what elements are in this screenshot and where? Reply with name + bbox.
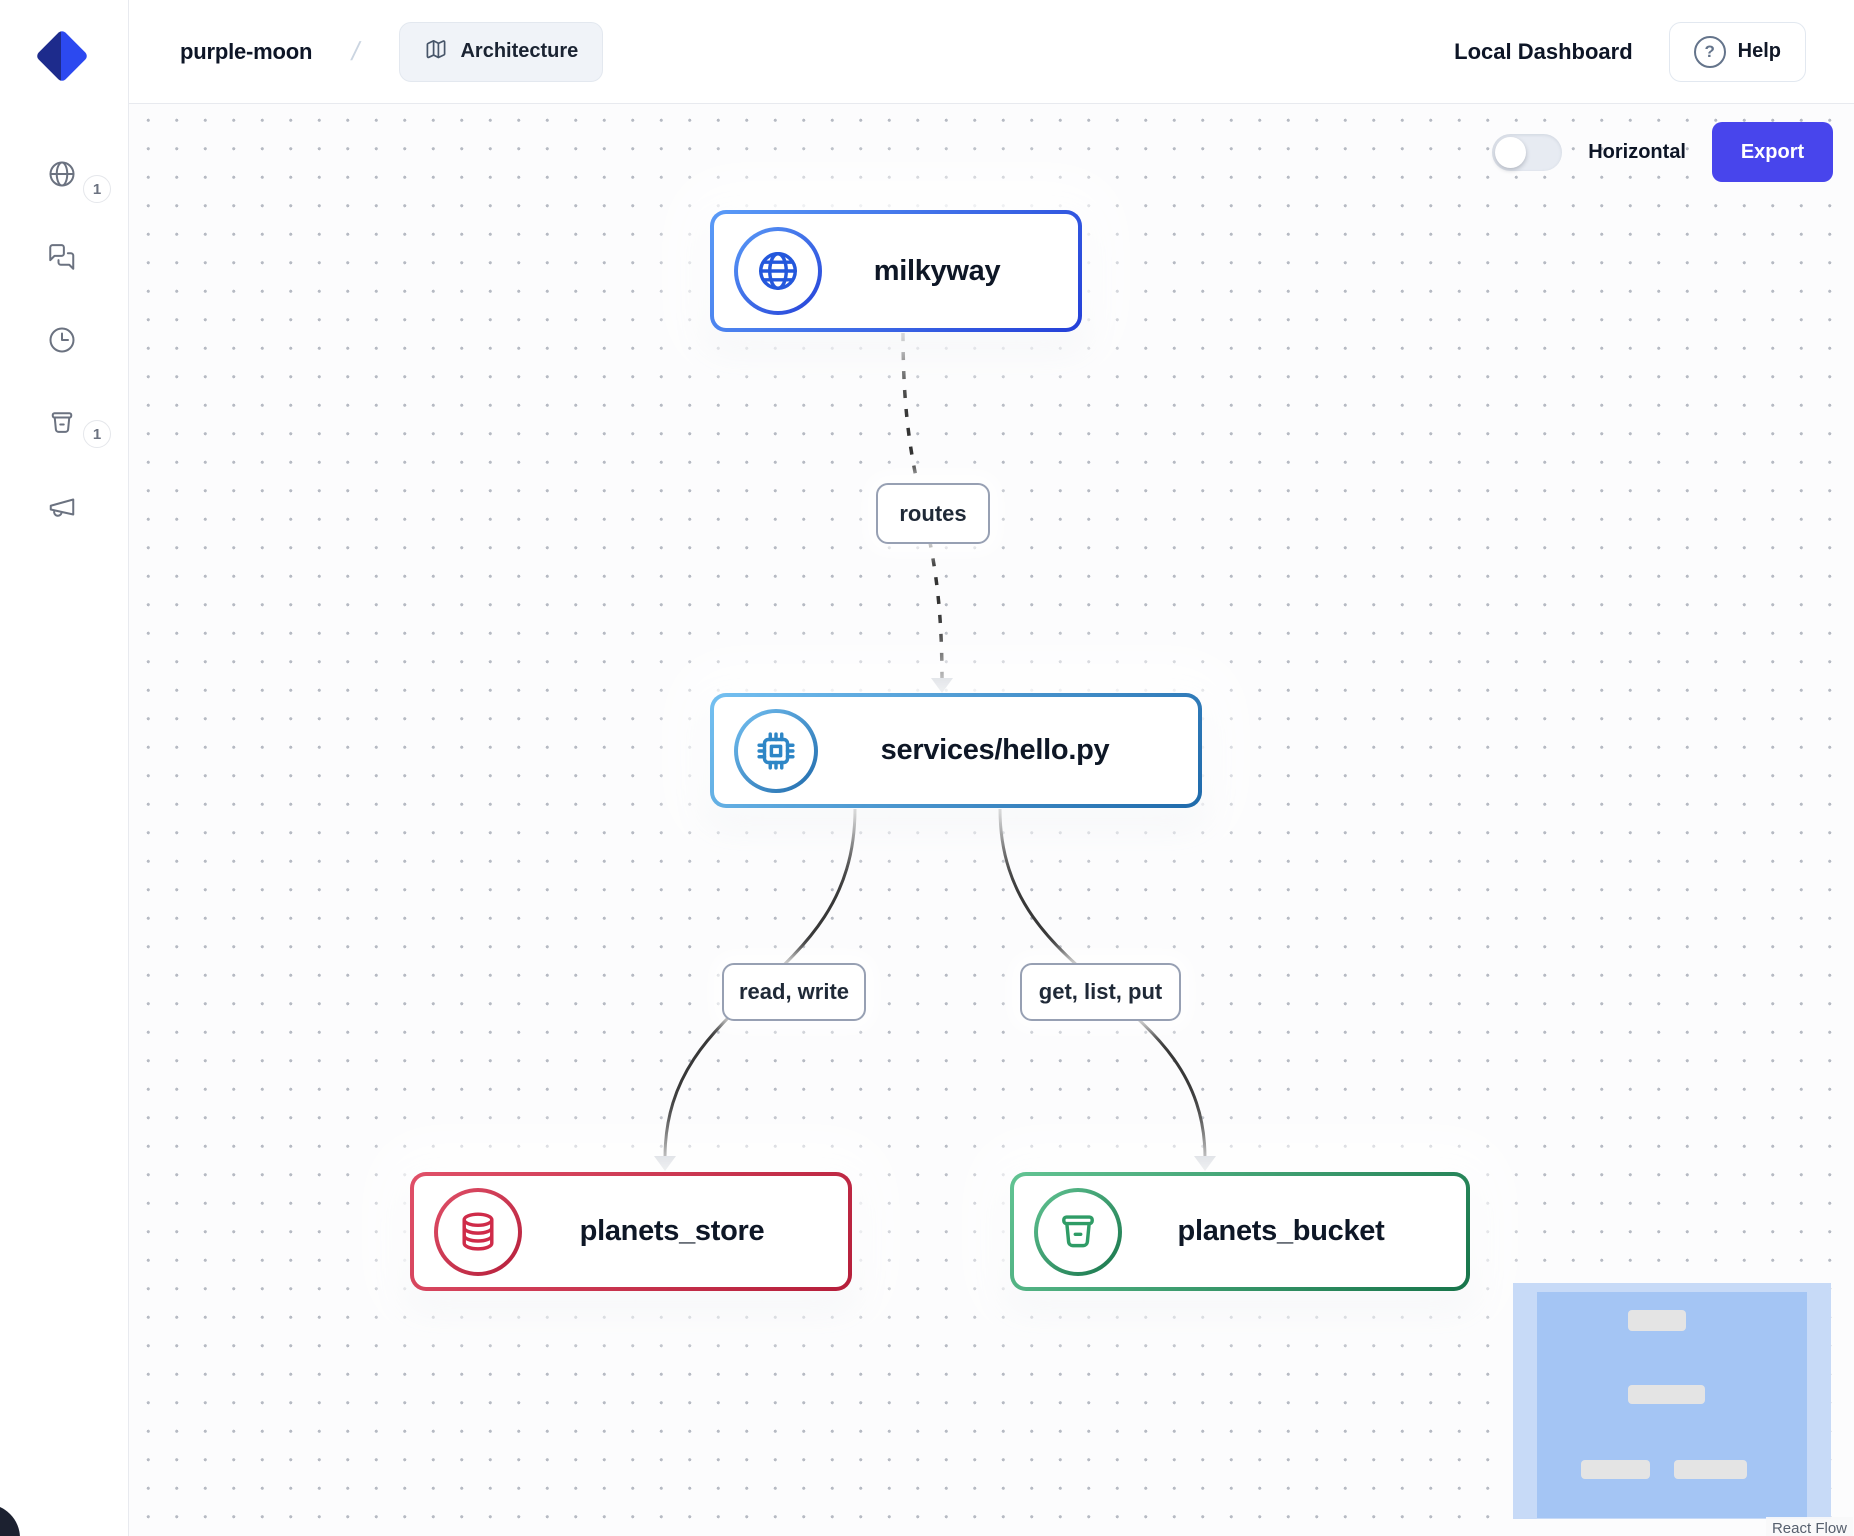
node-services-hello[interactable]: services/hello.py bbox=[710, 693, 1202, 808]
sidebar-item-schedules[interactable] bbox=[47, 325, 77, 355]
export-button[interactable]: Export bbox=[1712, 122, 1833, 182]
page-title: Local Dashboard bbox=[1454, 38, 1633, 64]
flow-canvas[interactable]: routes read, write get, list, put milkyw… bbox=[128, 104, 1854, 1536]
chat-icon bbox=[47, 244, 77, 276]
database-icon bbox=[434, 1187, 522, 1276]
sidebar-item-topics[interactable] bbox=[47, 492, 77, 522]
edge-label-routes[interactable]: routes bbox=[876, 483, 990, 544]
minimap-node bbox=[1581, 1460, 1650, 1479]
toggle-knob bbox=[1495, 136, 1527, 168]
arrowhead-icon bbox=[654, 1156, 676, 1171]
map-icon bbox=[424, 37, 448, 67]
header: purple-moon / Architecture Local Dashboa… bbox=[128, 0, 1854, 104]
megaphone-icon bbox=[47, 498, 77, 526]
sidebar-item-storage[interactable] bbox=[47, 408, 77, 438]
question-mark-icon: ? bbox=[1693, 35, 1726, 68]
node-label: planets_bucket bbox=[1177, 1215, 1385, 1247]
sidebar-item-websockets[interactable] bbox=[47, 242, 77, 272]
canvas-controls: Horizontal Export bbox=[1492, 122, 1833, 182]
globe-icon bbox=[47, 161, 77, 193]
minimap[interactable] bbox=[1513, 1283, 1831, 1519]
edge-label-get-list-put[interactable]: get, list, put bbox=[1020, 963, 1181, 1021]
breadcrumb-separator: / bbox=[349, 36, 363, 66]
apis-count-badge: 1 bbox=[83, 175, 111, 203]
storage-count-badge: 1 bbox=[83, 420, 111, 448]
breadcrumb-project: purple-moon bbox=[180, 38, 313, 64]
sidebar-item-apis[interactable] bbox=[47, 159, 77, 189]
node-planets-bucket[interactable]: planets_bucket bbox=[1010, 1172, 1470, 1291]
bucket-icon bbox=[47, 412, 77, 442]
sidebar: 1 1 bbox=[0, 0, 129, 1536]
help-button-label: Help bbox=[1737, 40, 1781, 62]
tab-architecture-label: Architecture bbox=[460, 40, 579, 62]
minimap-node bbox=[1628, 1385, 1705, 1404]
app-logo-icon[interactable] bbox=[35, 29, 89, 83]
horizontal-toggle[interactable] bbox=[1492, 133, 1563, 171]
minimap-node bbox=[1674, 1460, 1747, 1479]
clock-icon bbox=[47, 327, 77, 359]
horizontal-toggle-label: Horizontal bbox=[1588, 140, 1686, 163]
globe-icon bbox=[734, 227, 822, 315]
node-milkyway[interactable]: milkyway bbox=[710, 210, 1082, 332]
minimap-node bbox=[1628, 1310, 1686, 1331]
tab-architecture[interactable]: Architecture bbox=[399, 21, 604, 82]
node-label: services/hello.py bbox=[880, 734, 1110, 766]
node-label: planets_store bbox=[579, 1215, 765, 1247]
arrowhead-icon bbox=[931, 678, 953, 693]
node-label: milkyway bbox=[873, 254, 1001, 287]
arrowhead-icon bbox=[1194, 1156, 1216, 1171]
node-planets-store[interactable]: planets_store bbox=[410, 1172, 852, 1291]
help-button[interactable]: ? Help bbox=[1668, 21, 1806, 82]
react-flow-attribution[interactable]: React Flow bbox=[1765, 1517, 1853, 1536]
cpu-icon bbox=[734, 708, 818, 793]
edge-label-read-write[interactable]: read, write bbox=[722, 963, 866, 1021]
bucket-icon bbox=[1034, 1187, 1122, 1276]
